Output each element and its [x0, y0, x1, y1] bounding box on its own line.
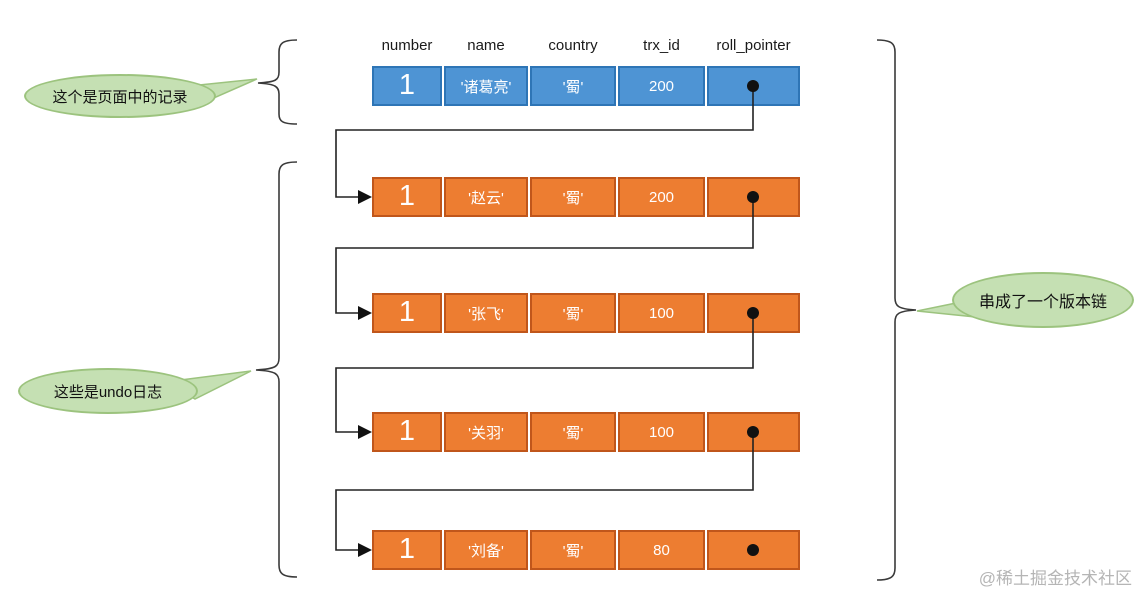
- brace-version-chain: [876, 39, 917, 581]
- arrowhead-icon: [358, 190, 372, 204]
- cell-name: '关羽': [444, 412, 528, 452]
- cell-number: 1: [372, 530, 442, 570]
- cell-country: '蜀': [530, 530, 616, 570]
- cell-trx-id: 200: [618, 177, 705, 217]
- brace-page-record: [257, 39, 298, 125]
- cell-number: 1: [372, 177, 442, 217]
- undo-row: 1 '刘备' '蜀' 80: [372, 530, 800, 570]
- cell-trx-id: 100: [618, 412, 705, 452]
- arrowhead-icon: [358, 543, 372, 557]
- arrowhead-icon: [358, 425, 372, 439]
- watermark: @稀土掘金技术社区: [978, 569, 1132, 588]
- callout-undo-logs: 这些是undo日志: [18, 368, 198, 414]
- cell-roll-pointer: [707, 293, 800, 333]
- column-header-country: country: [548, 37, 598, 54]
- callout-version-chain: 串成了一个版本链: [952, 272, 1134, 328]
- undo-row: 1 '关羽' '蜀' 100: [372, 412, 800, 452]
- callout-page-record: 这个是页面中的记录: [24, 74, 216, 118]
- cell-number: 1: [372, 66, 442, 106]
- undo-row: 1 '赵云' '蜀' 200: [372, 177, 800, 217]
- cell-name: '张飞': [444, 293, 528, 333]
- cell-trx-id: 100: [618, 293, 705, 333]
- cell-trx-id: 80: [618, 530, 705, 570]
- record-row: 1 '诸葛亮' '蜀' 200: [372, 66, 800, 106]
- cell-country: '蜀': [530, 412, 616, 452]
- undo-row: 1 '张飞' '蜀' 100: [372, 293, 800, 333]
- arrowhead-icon: [358, 306, 372, 320]
- cell-number: 1: [372, 293, 442, 333]
- cell-country: '蜀': [530, 293, 616, 333]
- column-header-number: number: [381, 37, 433, 54]
- column-header-roll-pointer: roll_pointer: [716, 37, 791, 54]
- cell-name: '诸葛亮': [444, 66, 528, 106]
- cell-number: 1: [372, 412, 442, 452]
- cell-name: '刘备': [444, 530, 528, 570]
- cell-roll-pointer: [707, 66, 800, 106]
- cell-trx-id: 200: [618, 66, 705, 106]
- brace-undo-logs: [255, 161, 298, 578]
- cell-name: '赵云': [444, 177, 528, 217]
- cell-roll-pointer: [707, 177, 800, 217]
- cell-country: '蜀': [530, 177, 616, 217]
- column-header-row: number name country trx_id roll_pointer: [372, 36, 800, 56]
- column-header-trx-id: trx_id: [643, 37, 680, 54]
- cell-roll-pointer: [707, 412, 800, 452]
- cell-country: '蜀': [530, 66, 616, 106]
- cell-roll-pointer: [707, 530, 800, 570]
- column-header-name: name: [467, 37, 505, 54]
